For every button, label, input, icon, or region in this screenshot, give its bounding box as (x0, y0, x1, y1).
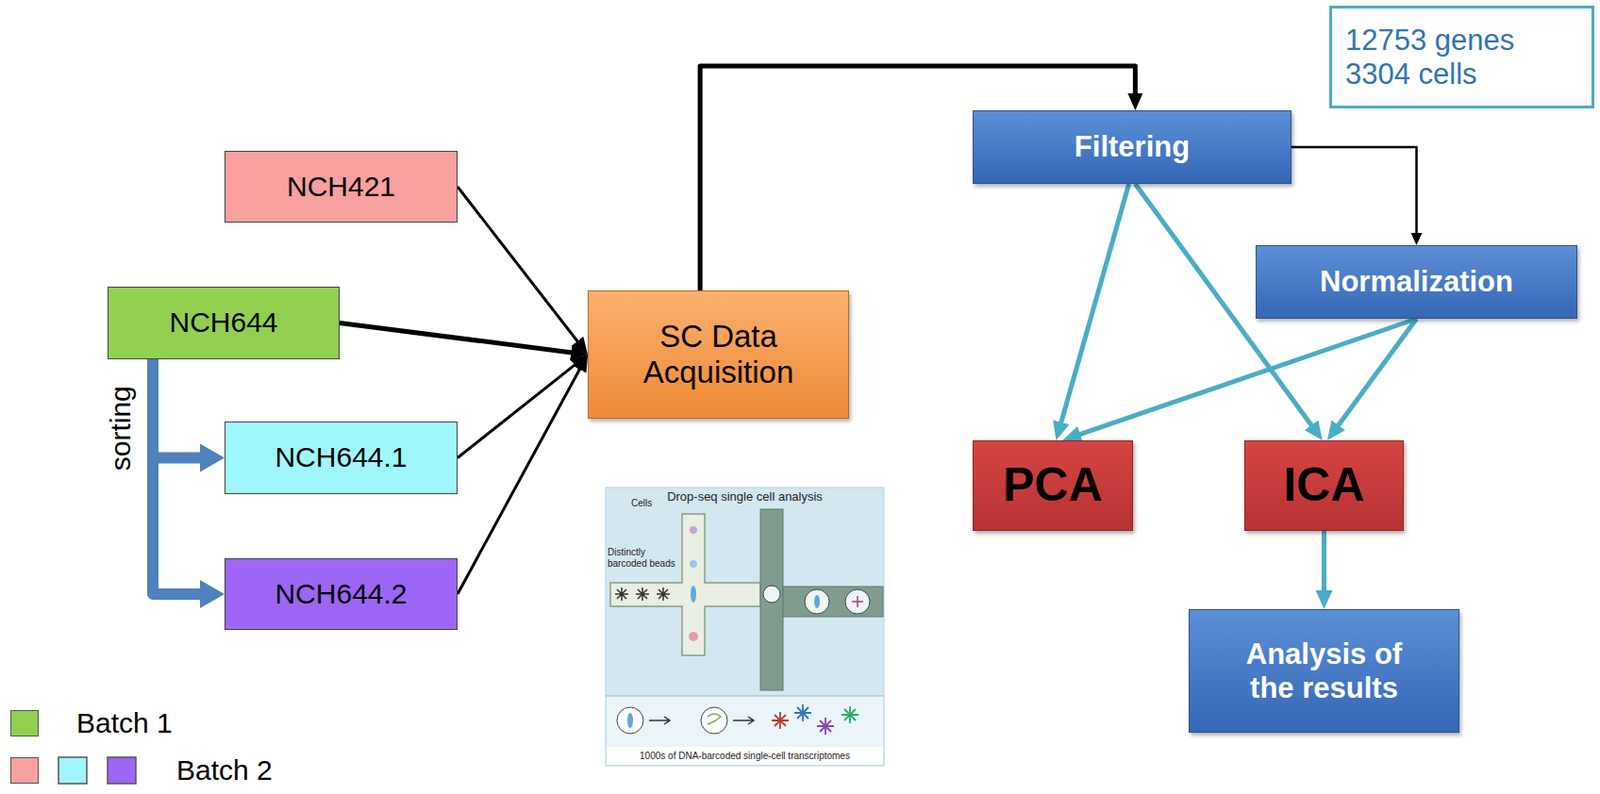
sample-box: NCH644 (107, 286, 340, 360)
sample-box: NCH644.1 (224, 421, 458, 495)
illustration-part (58, 757, 87, 784)
method-box: PCA (972, 440, 1134, 532)
sorting-arrow (152, 359, 208, 459)
illustration-part (689, 526, 698, 534)
flow-arrow (1321, 531, 1327, 597)
node-label: 12753 genes 3304 cells (1345, 23, 1539, 91)
illustration-part (816, 717, 834, 735)
flow-arrow (1334, 318, 1417, 431)
node-label: Analysis of the results (1227, 637, 1421, 705)
illustration-part (688, 632, 699, 642)
drop-seq-illustration (605, 487, 884, 767)
node-label: PCA (1002, 458, 1103, 514)
illustration-part (783, 586, 884, 617)
illustration-part (763, 585, 781, 603)
legend-text: Batch 1 (76, 708, 173, 739)
illustration-part (107, 757, 136, 784)
sample-box: NCH644.2 (224, 558, 458, 631)
illustration-part (841, 706, 859, 724)
node-label: SC Data Acquisition (619, 318, 818, 391)
legend-swatch (10, 757, 39, 784)
sample-box: NCH421 (224, 150, 458, 223)
illustration-part (616, 707, 644, 734)
arrow-label: sorting (104, 376, 138, 481)
flow-arrow (1059, 183, 1129, 429)
node-label: NCH644.2 (274, 578, 407, 612)
illustration-part (635, 587, 650, 601)
legend-swatch (10, 710, 39, 737)
illustration-part (610, 514, 761, 656)
sorting-arrow (152, 359, 208, 595)
illustration-part (700, 707, 728, 734)
flow-arrow (1291, 147, 1417, 237)
illustration-part (733, 716, 754, 725)
illustration-part (814, 595, 820, 609)
illustration-part (771, 712, 789, 730)
node-label: NCH644 (168, 306, 278, 340)
illustration-part (605, 696, 884, 698)
flow-arrow (1074, 318, 1417, 436)
note-box: 12753 genes 3304 cells (1329, 5, 1595, 109)
flow-arrow (457, 365, 583, 595)
process-box: SC Data Acquisition (587, 290, 850, 419)
illustration-part (804, 589, 830, 615)
flow-arrow (457, 362, 579, 459)
illustration-part (760, 509, 784, 691)
legend-extra-swatches (58, 757, 136, 784)
process-box: Normalization (1255, 245, 1578, 319)
illustration-part (845, 589, 870, 615)
illustration-part (649, 716, 670, 725)
flow-arrow (339, 323, 577, 354)
illustration-part (690, 585, 697, 603)
illustration-part (615, 587, 670, 601)
illustration-part (605, 487, 884, 767)
method-box: ICA (1244, 440, 1404, 532)
illustration-label: Cells (631, 498, 669, 510)
node-label: Normalization (1319, 265, 1514, 300)
illustration-caption: 1000s of DNA-barcoded single-cell transc… (605, 750, 884, 763)
illustration-part (794, 704, 812, 722)
illustration-part (656, 587, 670, 601)
node-label: NCH421 (286, 170, 396, 204)
flow-arrow (457, 186, 581, 346)
illustration-part (771, 704, 859, 735)
legend-text: Batch 2 (176, 755, 273, 786)
illustration-part (615, 587, 629, 601)
node-label: Filtering (1074, 130, 1190, 165)
illustration-part (627, 713, 634, 729)
illustration-part (606, 747, 884, 766)
illustration-part (851, 596, 864, 608)
node-label: NCH644.1 (274, 441, 407, 475)
illustration-part (606, 696, 884, 748)
illustration-part (689, 560, 698, 568)
process-box: Analysis of the results (1188, 609, 1460, 734)
illustration-part (707, 714, 721, 725)
process-box: Filtering (972, 110, 1292, 184)
node-label: ICA (1283, 458, 1365, 514)
illustration-label: Distinctly barcoded beads (607, 547, 682, 569)
